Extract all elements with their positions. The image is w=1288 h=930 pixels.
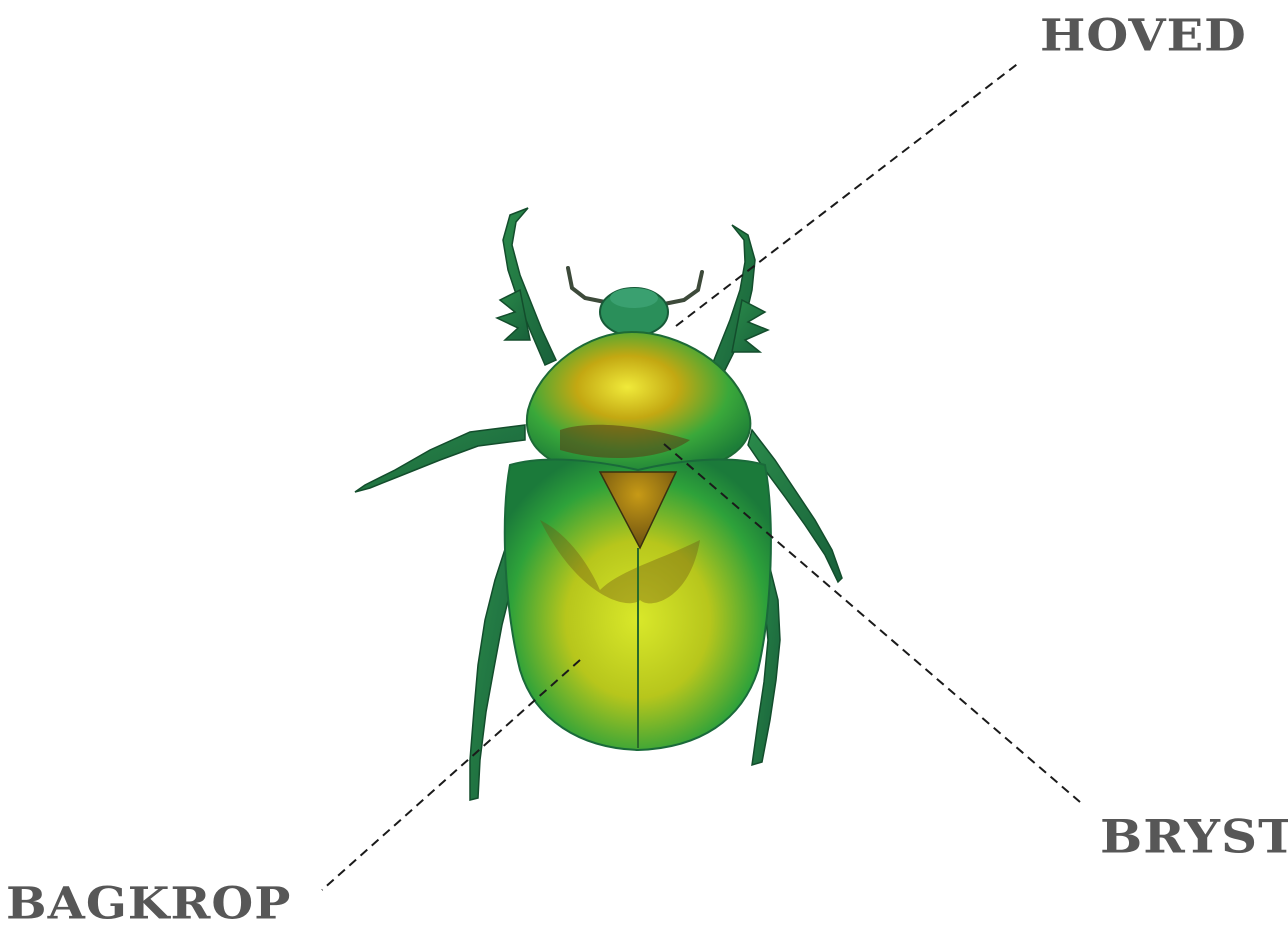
middle-left-leg: [355, 425, 525, 492]
beetle-head: [600, 288, 668, 336]
label-abdomen: BAGKROP: [6, 882, 291, 926]
leader-lines: [322, 62, 1080, 890]
front-left-leg: [503, 208, 556, 365]
right-antenna: [664, 272, 702, 304]
label-thorax: BRYST: [1100, 814, 1288, 860]
leader-line-head: [676, 62, 1020, 326]
label-head: HOVED: [1040, 14, 1247, 58]
leader-line-abdomen: [322, 660, 580, 890]
left-antenna: [568, 268, 605, 302]
